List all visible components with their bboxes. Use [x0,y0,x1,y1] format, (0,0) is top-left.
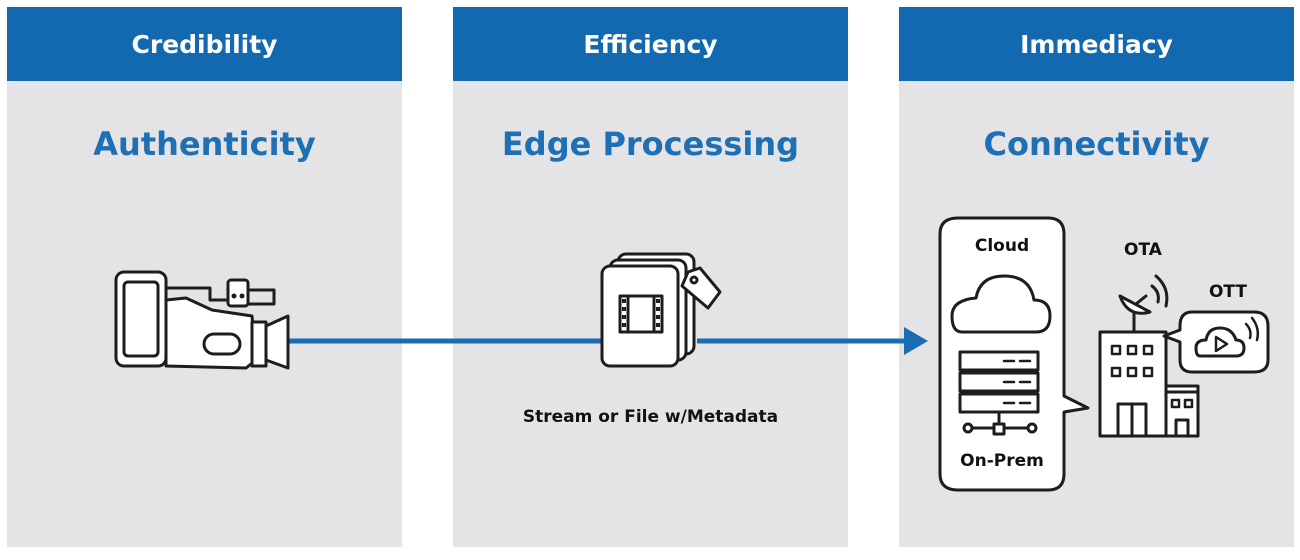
ott-label: OTT [1208,282,1248,302]
ott-streaming-bubble-icon [1162,310,1270,374]
media-file-with-tag-icon [600,252,722,368]
panel-credibility: Credibility Authenticity [7,7,402,547]
cloud-and-server-icon [938,216,1090,492]
stream-file-caption: Stream or File w/Metadata [522,407,779,427]
panel-subtitle-connectivity: Connectivity [983,125,1210,163]
panel-header-credibility: Credibility [7,7,402,81]
broadcast-building-icon [1098,274,1200,438]
cloud-label: Cloud [974,236,1030,256]
panel-subtitle-edge-processing: Edge Processing [501,125,800,163]
on-prem-label: On-Prem [960,451,1044,471]
panel-subtitle-authenticity: Authenticity [93,125,316,163]
camcorder-icon [114,270,290,370]
ota-label: OTA [1124,240,1162,260]
panel-header-efficiency: Efficiency [453,7,848,81]
panel-header-immediacy: Immediacy [899,7,1294,81]
flow-arrow [288,327,928,355]
